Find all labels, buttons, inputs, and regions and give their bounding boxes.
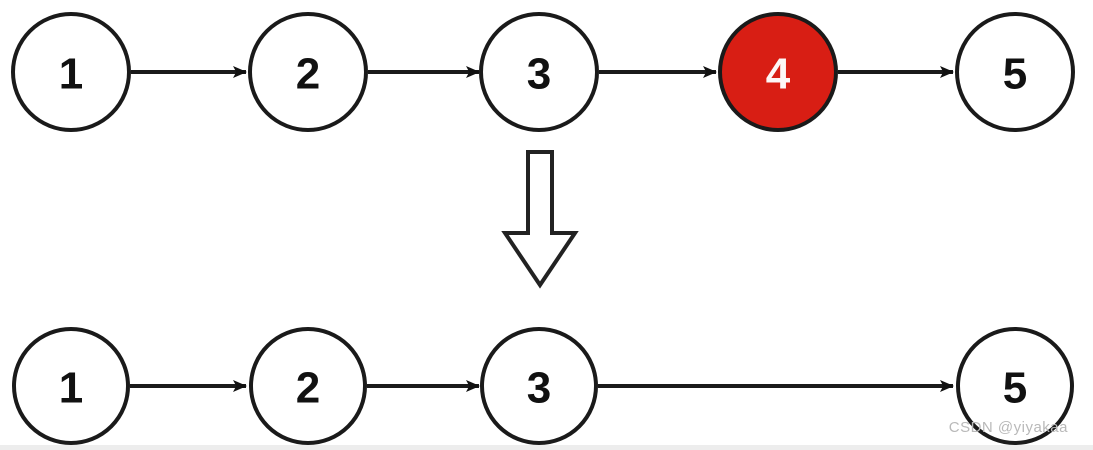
node-circle[interactable]: [480, 327, 598, 445]
node-label: 3: [527, 364, 551, 413]
down-block-arrow-shape: [501, 150, 579, 289]
bottom-edge-strip: [0, 445, 1093, 450]
before-deletion-row: 1 2 3 4 5: [11, 12, 1075, 132]
node-circle[interactable]: [11, 12, 131, 132]
node-circle[interactable]: [956, 327, 1074, 445]
node-3-top[interactable]: 3: [479, 12, 599, 132]
node-2-top[interactable]: 2: [248, 12, 368, 132]
node-circle-highlighted[interactable]: [718, 12, 838, 132]
node-label: 5: [1003, 50, 1027, 99]
node-circle[interactable]: [249, 327, 367, 445]
watermark-label: CSDN @yiyakaa: [949, 419, 1068, 436]
node-label: 1: [59, 364, 83, 413]
node-2-bottom[interactable]: 2: [249, 327, 367, 445]
node-label: 2: [296, 50, 320, 99]
node-circle[interactable]: [955, 12, 1075, 132]
downward-transform-arrow: [501, 150, 579, 289]
after-deletion-row: 1 2 3 5: [12, 327, 1074, 445]
node-4-top-highlighted[interactable]: 4: [718, 12, 838, 132]
node-label: 3: [527, 50, 551, 99]
node-5-top[interactable]: 5: [955, 12, 1075, 132]
node-1-bottom[interactable]: 1: [12, 327, 130, 445]
node-label: 1: [59, 50, 83, 99]
node-label: 5: [1003, 364, 1027, 413]
node-label: 4: [766, 50, 791, 99]
node-label: 2: [296, 364, 320, 413]
node-5-bottom[interactable]: 5: [956, 327, 1074, 445]
node-circle[interactable]: [479, 12, 599, 132]
node-circle[interactable]: [12, 327, 130, 445]
node-1-top[interactable]: 1: [11, 12, 131, 132]
node-3-bottom[interactable]: 3: [480, 327, 598, 445]
node-circle[interactable]: [248, 12, 368, 132]
